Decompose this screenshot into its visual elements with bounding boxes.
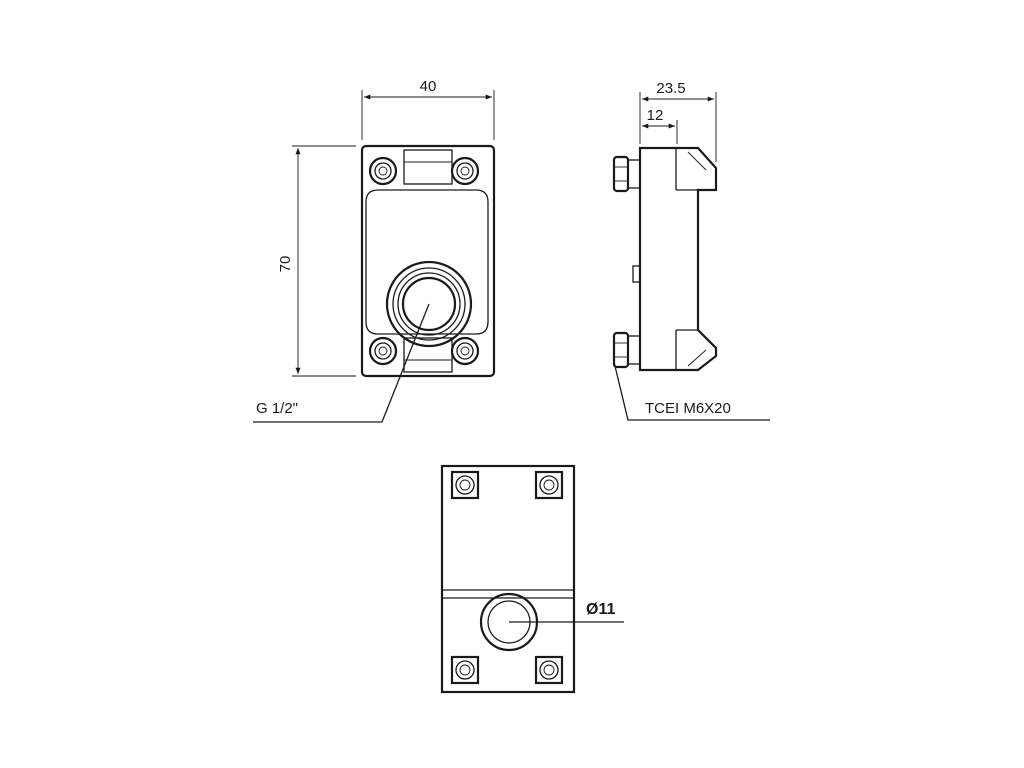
front-outer-body <box>360 144 496 378</box>
front-view: G 1/2" 40 70 <box>253 78 496 423</box>
depth-total-label: 23.5 <box>656 80 685 97</box>
depth-total-dimension: 23.5 <box>639 80 717 162</box>
depth-partial-label: 12 <box>647 107 664 124</box>
front-screw-bottom-right <box>450 336 480 366</box>
back-view: Ø11 <box>440 464 624 694</box>
thread-callout: G 1/2" <box>256 400 298 417</box>
side-bolt-bottom <box>612 331 641 369</box>
height-label: 70 <box>277 256 294 273</box>
back-screw-bottom-left <box>450 655 480 685</box>
front-screw-top-left <box>368 156 398 186</box>
thread-leader <box>253 303 430 423</box>
front-screw-top-right <box>450 156 480 186</box>
back-screw-bottom-right <box>534 655 564 685</box>
front-top-tab <box>403 149 453 185</box>
screw-callout: TCEI M6X20 <box>645 400 731 417</box>
side-view: TCEI M6X20 23.5 12 <box>612 80 770 421</box>
back-outer-body <box>440 464 576 694</box>
width-dimension: 40 <box>361 78 495 140</box>
back-screw-top-right <box>534 470 564 500</box>
back-screw-top-left <box>450 470 480 500</box>
height-dimension: 70 <box>277 145 356 377</box>
threaded-port <box>385 260 473 348</box>
bore-callout: Ø11 <box>586 601 615 618</box>
side-mid-nub <box>632 265 641 283</box>
screw-leader <box>613 361 770 421</box>
front-screw-bottom-left <box>368 336 398 366</box>
front-inner-face <box>365 189 489 335</box>
side-body <box>638 146 718 372</box>
depth-partial-dimension: 12 <box>642 107 678 144</box>
width-label: 40 <box>420 78 437 95</box>
side-bolt-top <box>612 155 641 193</box>
